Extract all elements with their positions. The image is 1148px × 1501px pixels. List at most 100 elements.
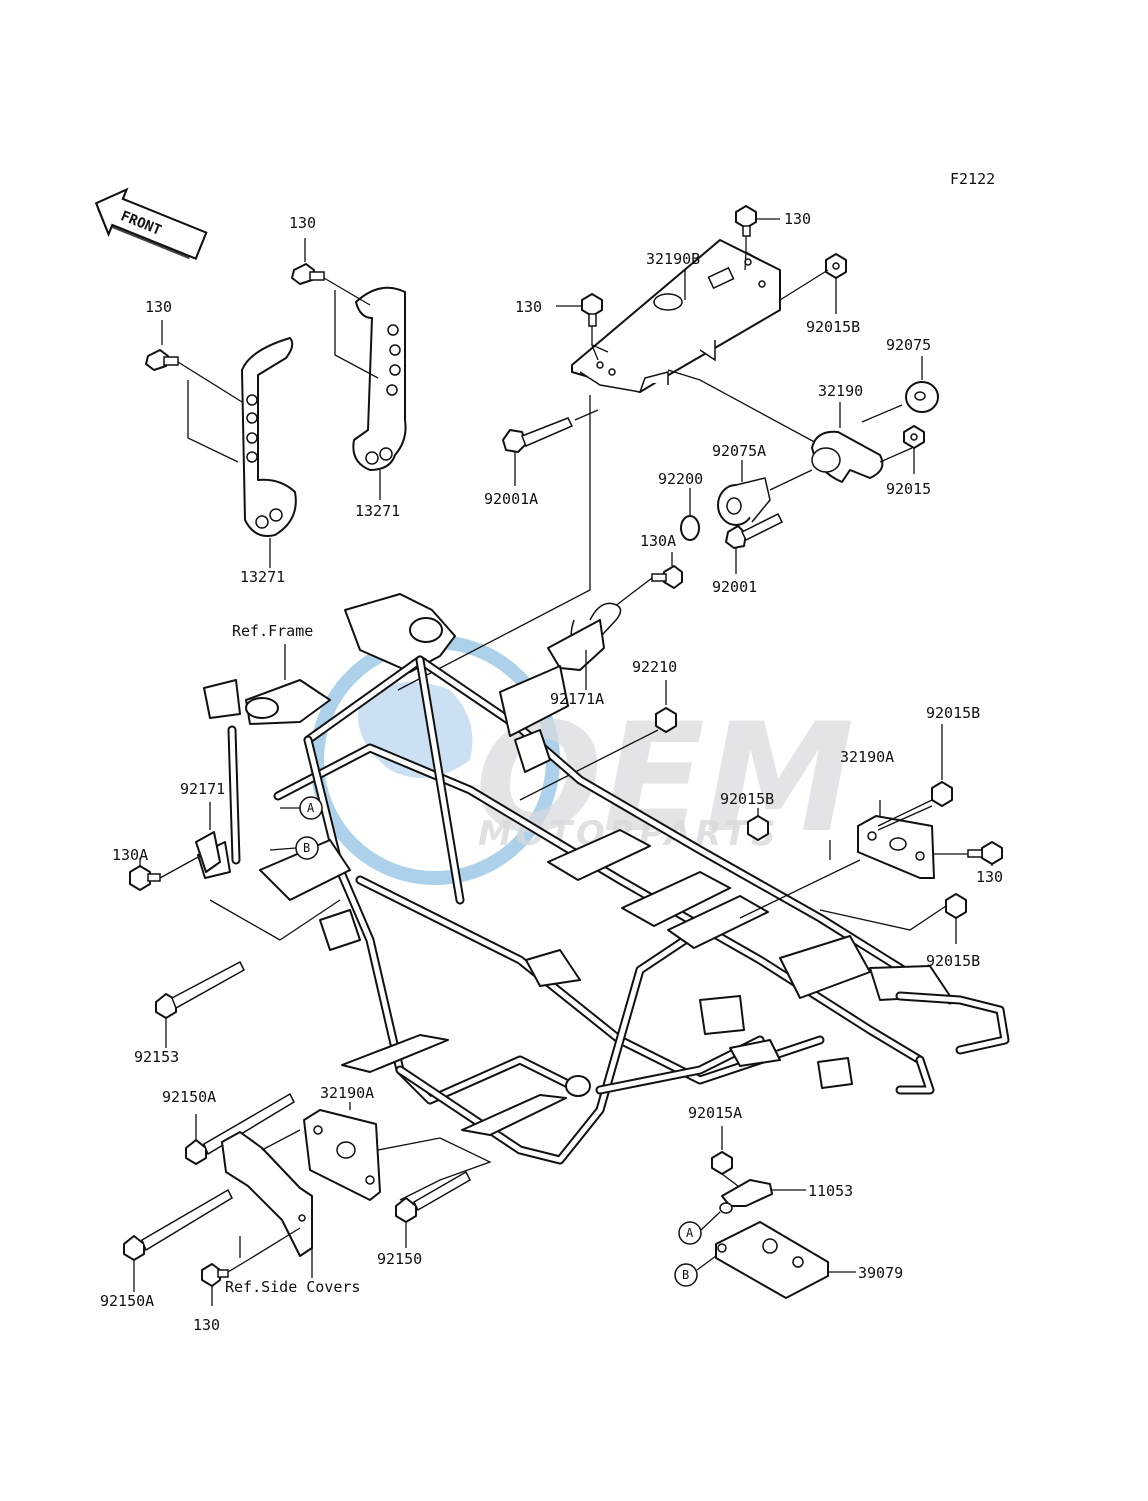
bolt-130-mid [581,293,603,327]
bracket-13271-left [241,337,297,537]
nut-92015b-top [825,253,847,279]
leader-92015b-right [877,724,943,827]
bolt-92150a-bottom [123,1188,233,1261]
leader-marker-b-detail [696,1255,717,1271]
ref-side-covers-label: Ref.Side Covers [225,1278,360,1296]
ref-frame-label: Ref.Frame [232,622,313,640]
marker-b-detail: B [674,1263,698,1287]
callout-92015: 92015 [886,480,931,498]
callout-92001a: 92001A [484,490,538,508]
bolt-92150 [395,1170,471,1223]
callout-32190: 32190 [818,382,863,400]
leader-130-bottom [211,1227,313,1306]
callout-92153: 92153 [134,1048,179,1066]
callout-130-left1: 130 [145,298,172,316]
marker-b-frame: B [295,836,319,860]
callout-13271-right: 13271 [355,502,400,520]
bushing-92075a [717,477,771,526]
nut-92015b-low [945,893,967,919]
leader-92015b-low [819,905,957,944]
leader-92001a [514,409,599,486]
bolt-92153 [155,960,245,1019]
marker-b-detail-label: B [682,1268,689,1282]
leader-92015b-top [779,269,837,314]
leader-marker-a-detail [700,1211,721,1231]
callout-92075a: 92075A [712,442,766,460]
leader-32190a-right [739,800,933,919]
callout-130-left2: 130 [289,214,316,232]
bolt-92001a [502,417,574,453]
bolt-130a-left [129,865,161,891]
front-arrow-icon: FRONT [94,187,208,260]
leader-92075a [741,460,813,491]
callout-92001: 92001 [712,578,757,596]
leader-plate-to-frame [397,395,591,691]
nut-92015a [711,1151,733,1175]
leader-92075 [861,356,923,423]
callout-11053: 11053 [808,1182,853,1200]
clip-11053 [719,1179,773,1214]
leader-32190 [839,402,913,463]
bushing-92075 [905,381,939,413]
callout-32190b: 32190B [646,250,700,268]
callout-92150a-top: 92150A [162,1088,216,1106]
callout-13271-left: 13271 [240,568,285,586]
callout-92075: 92075 [886,336,931,354]
callout-92171a: 92171A [550,690,604,708]
marker-a-frame-label: A [307,801,315,815]
callout-92015a: 92015A [688,1104,742,1122]
callout-130a-top: 130A [640,532,676,550]
plate-39079 [715,1221,829,1299]
callout-92015b-right: 92015B [926,704,980,722]
leader-32190a-low [261,1102,492,1201]
callout-92150a-bottom: 92150A [100,1292,154,1310]
diagram-code: F2122 [950,170,995,188]
bracket-13271-right [352,286,407,471]
bracket-side-cover [221,1131,313,1257]
callout-130-mid: 130 [515,298,542,316]
callout-92015b-low: 92015B [926,952,980,970]
leader-130-top-center [744,218,780,271]
washer-92200 [680,515,700,541]
nut-92015b-mid [747,815,769,841]
bolt-130-left2 [291,263,325,285]
callout-92171: 92171 [180,780,225,798]
leader-130-right [934,853,993,866]
leader-11053 [721,1173,806,1191]
clamp-32190 [811,430,884,483]
leader-130-left1 [161,320,243,463]
bolt-130a-top [651,565,683,589]
marker-a-detail-label: A [686,1226,694,1240]
callout-130a-left: 130A [112,846,148,864]
marker-a-detail: A [678,1221,702,1245]
bolt-130-right [967,841,1003,865]
plate-32190a-right [857,815,935,879]
clip-92171a [547,602,622,671]
callout-92210: 92210 [632,658,677,676]
leader-130-left2 [304,238,379,379]
callout-130-top-center: 130 [784,210,811,228]
leader-32190b [667,270,821,446]
leader-130-mid [556,305,609,361]
callout-92200: 92200 [658,470,703,488]
callout-130-right: 130 [976,868,1003,886]
callout-130-bottom: 130 [193,1316,220,1334]
plate-32190b [571,239,781,393]
callout-39079: 39079 [858,1264,903,1282]
callout-32190a-right: 32190A [840,748,894,766]
bolt-130-left1 [145,349,179,371]
main-frame [197,593,1010,1165]
plate-32190a-low [303,1109,381,1201]
bolt-130-top-center [735,205,757,237]
marker-b-frame-label: B [303,841,310,855]
callout-labels: 130 32190B 130 92015B 92075 32190 92075A… [100,210,1003,1334]
leader-92210 [519,680,667,801]
callout-32190a-low: 32190A [320,1084,374,1102]
leader-92153 [165,899,341,1048]
clip-92171 [195,831,221,873]
callout-92150: 92150 [377,1250,422,1268]
bolt-92001 [725,512,784,549]
leader-markers [269,807,300,851]
nut-92015b-right [931,781,953,807]
